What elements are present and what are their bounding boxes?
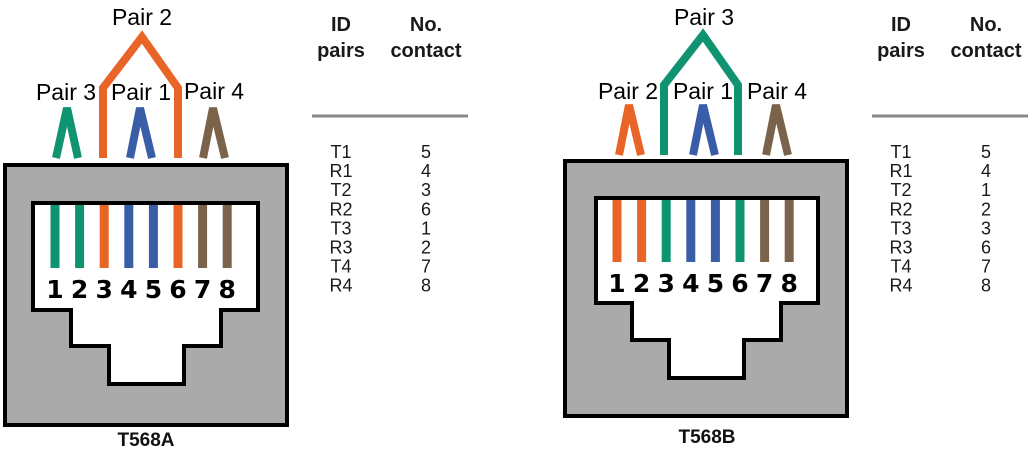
table-cell-contact-number: 6	[981, 238, 991, 258]
pin-number-label: 5	[145, 275, 162, 304]
pin-number-label: 5	[707, 269, 724, 298]
table-cell-pair-id: R2	[889, 199, 912, 219]
pin-1-wire	[50, 205, 60, 268]
pin-number-label: 6	[169, 275, 186, 304]
table-header-id-line1: ID	[331, 14, 351, 36]
table-cell-contact-number: 1	[981, 180, 991, 200]
table-cell-contact-number: 4	[981, 161, 991, 181]
table-cell-contact-number: 6	[421, 199, 431, 219]
table-header-contact-line2: contact	[390, 40, 461, 62]
pin-number-label: 2	[633, 269, 650, 298]
table-header-id-line1: ID	[891, 14, 911, 36]
table-cell-pair-id: R4	[329, 276, 352, 296]
table-cell-pair-id: T4	[330, 257, 351, 277]
pin-number-label: 7	[756, 269, 773, 298]
table-rows: T1 5R1 4T2 1R2 2T3 3R3 6T4 7R4 8	[889, 142, 991, 296]
table-cell-pair-id: T3	[890, 218, 911, 238]
standard-label: T568A	[117, 430, 174, 451]
table-cell-pair-id: R3	[889, 238, 912, 258]
pin-5-wire	[148, 205, 158, 268]
table-cell-pair-id: T4	[890, 257, 911, 277]
pin-number-label: 3	[657, 269, 674, 298]
pair-label-top: Pair 2	[112, 4, 172, 30]
pin-5-wire	[710, 200, 720, 262]
table-cell-pair-id: T1	[890, 142, 911, 162]
table-cell-contact-number: 2	[421, 238, 431, 258]
pin-8-wire	[784, 200, 794, 262]
pin-number-label: 6	[731, 269, 748, 298]
table-header-contact-line1: No.	[970, 14, 1002, 36]
pair-top-arch-wire	[660, 28, 742, 155]
pin-6-wire	[173, 205, 183, 268]
pin-3-wire	[661, 200, 671, 262]
table-cell-contact-number: 5	[421, 142, 431, 162]
pair-right-wire	[762, 104, 792, 156]
pair-label-left: Pair 3	[36, 79, 96, 105]
table-header-id-line2: pairs	[317, 40, 365, 62]
table-cell-contact-number: 5	[981, 142, 991, 162]
table-cell-pair-id: T3	[330, 218, 351, 238]
pair-label-middle: Pair 1	[111, 79, 171, 105]
table-cell-pair-id: R4	[889, 276, 912, 296]
pair-middle-wire	[689, 104, 719, 156]
pair-label-right: Pair 4	[747, 78, 807, 104]
pair-label-right: Pair 4	[184, 78, 244, 104]
table-cell-pair-id: R1	[329, 161, 352, 181]
table-cell-contact-number: 7	[981, 257, 991, 277]
pair-top-arch-wire	[99, 30, 182, 158]
table-cell-pair-id: R3	[329, 238, 352, 258]
table-cell-contact-number: 1	[421, 218, 431, 238]
pair-label-left: Pair 2	[598, 78, 658, 104]
table-cell-contact-number: 8	[981, 276, 991, 296]
pin-4-wire	[686, 200, 696, 262]
pin-number-label: 8	[780, 269, 797, 298]
pin-number-label: 4	[682, 269, 699, 298]
table-cell-contact-number: 2	[981, 199, 991, 219]
pin-7-wire	[760, 200, 770, 262]
pin-number-label: 1	[608, 269, 625, 298]
pin-6-wire	[735, 200, 745, 262]
pin-2-wire	[75, 205, 85, 268]
table-header-contact-line2: contact	[950, 40, 1021, 62]
table-cell-contact-number: 8	[421, 276, 431, 296]
table-cell-contact-number: 3	[421, 180, 431, 200]
table-cell-pair-id: T2	[330, 180, 351, 200]
table-cell-pair-id: T1	[330, 142, 351, 162]
table-header-id-line2: pairs	[877, 40, 925, 62]
pin-number-label: 2	[71, 275, 88, 304]
pin-number-label: 1	[46, 275, 63, 304]
table-cell-pair-id: R2	[329, 199, 352, 219]
table-header-contact-line1: No.	[410, 14, 442, 36]
pin-number-label: 7	[194, 275, 211, 304]
pin-4-wire	[124, 205, 134, 268]
pin-1-wire	[612, 200, 622, 262]
pin-2-wire	[637, 200, 647, 262]
table-cell-contact-number: 3	[981, 218, 991, 238]
pin-number-label: 3	[95, 275, 112, 304]
table-rows: T1 5R1 4T2 3R2 6T3 1R3 2T4 7R4 8	[329, 142, 431, 296]
pin-number-label: 8	[218, 275, 235, 304]
pin-8-wire	[222, 205, 232, 268]
pair-label-top: Pair 3	[674, 4, 734, 30]
table-cell-contact-number: 7	[421, 257, 431, 277]
pin-3-wire	[99, 205, 109, 268]
standard-label: T568B	[678, 427, 735, 448]
table-cell-contact-number: 4	[421, 161, 431, 181]
pair-left-wire	[615, 104, 645, 156]
pin-7-wire	[198, 205, 208, 268]
pair-right-wire	[199, 107, 229, 159]
table-cell-pair-id: T2	[890, 180, 911, 200]
table-cell-pair-id: R1	[889, 161, 912, 181]
pin-number-label: 4	[120, 275, 137, 304]
pair-label-middle: Pair 1	[673, 78, 733, 104]
pair-left-wire	[52, 107, 82, 159]
pair-middle-wire	[126, 107, 156, 159]
